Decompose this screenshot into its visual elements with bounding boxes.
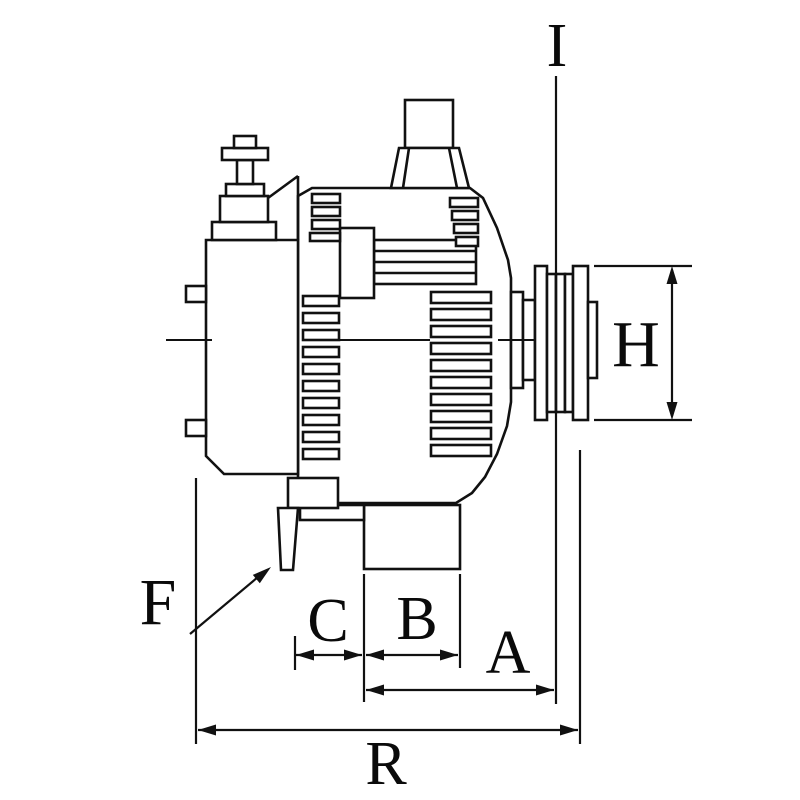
bottom-leg	[276, 506, 300, 572]
dim-label-c: C	[307, 587, 348, 655]
vent-slats-upper-left	[308, 192, 342, 243]
dim-label-r: R	[365, 730, 407, 798]
shaft-nut	[586, 300, 599, 380]
terminal-assembly	[210, 134, 300, 242]
dim-label-h: H	[612, 308, 660, 381]
alternator-drawing	[166, 98, 599, 572]
pulley-left-flange	[533, 264, 549, 422]
brush-block	[338, 226, 376, 300]
rear-tab-upper	[184, 284, 208, 304]
top-mount	[389, 146, 471, 190]
rear-housing	[204, 238, 300, 476]
rear-tab-lower	[184, 418, 208, 438]
dim-label-a: A	[486, 619, 531, 687]
dim-label-b: B	[396, 585, 437, 653]
dim-label-f: F	[140, 566, 177, 639]
dim-B	[362, 574, 462, 702]
dim-H	[594, 264, 692, 422]
dim-R	[194, 450, 582, 744]
pulley-assembly	[509, 264, 599, 422]
pulley-right-flange	[571, 264, 590, 422]
dim-label-i: I	[547, 12, 568, 80]
dim-C	[293, 636, 362, 670]
dimension-lines	[189, 76, 692, 744]
top-post	[403, 98, 455, 150]
mounting-foot	[362, 503, 462, 571]
dim-A	[366, 684, 554, 696]
dimension-labels: I H F C B A R	[140, 12, 660, 798]
vent-slats-upper-right	[448, 196, 480, 248]
vent-slats-right	[429, 290, 493, 458]
mounting-parts	[276, 476, 462, 572]
dim-F-leader	[189, 567, 271, 635]
vent-slats-left	[301, 294, 341, 461]
